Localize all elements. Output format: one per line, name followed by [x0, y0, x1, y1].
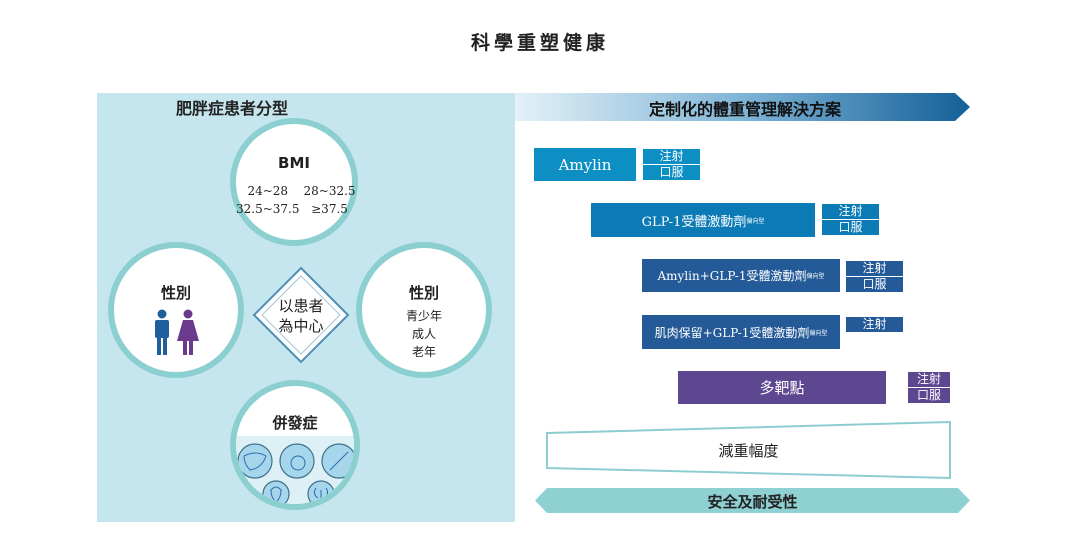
gender-circle: 性別	[108, 242, 244, 378]
complication-icons	[236, 436, 354, 504]
patient-centered-label: 以患者 為中心	[265, 296, 337, 336]
gender-icons	[155, 309, 199, 355]
liver-icon	[237, 443, 273, 479]
route-tag: 口服	[822, 220, 879, 235]
route-tag: 注射	[846, 261, 903, 276]
bmi-range: ≥37.5	[311, 202, 348, 216]
complications-title: 併發症	[272, 414, 318, 432]
solution-bar: GLP-1受體激動劑偏向型	[591, 203, 815, 237]
solutions-title: 定制化的體重管理解決方案	[648, 100, 841, 119]
solution-bar: 多靶點	[678, 371, 886, 404]
route-tag: 口服	[643, 165, 700, 180]
route-tag: 注射	[643, 149, 700, 164]
bmi-range: 32.5~37.5	[236, 202, 300, 216]
age-item: 成人	[411, 327, 436, 341]
male-icon	[155, 309, 169, 355]
solution-label: Amylin+GLP-1受體激動劑	[657, 269, 807, 283]
bmi-range: 28~32.5	[303, 184, 356, 198]
solution-superscript: 偏向型	[806, 273, 825, 280]
solution-label: 肌肉保留+GLP-1受體激動劑	[654, 325, 810, 340]
safety-arrow	[535, 488, 970, 513]
gender-title: 性別	[160, 284, 191, 302]
solution-superscript: 偏向型	[809, 329, 828, 337]
bmi-circle: BMI 24~28 28~32.5 32.5~37.5 ≥37.5	[230, 118, 358, 246]
diamond-connector	[252, 266, 350, 364]
solution-label: Amylin	[558, 155, 612, 174]
solutions-header-arrow	[515, 93, 970, 121]
heart-icon	[262, 480, 290, 504]
sleep-apnea-icon	[279, 443, 315, 479]
safety-label: 安全及耐受性	[707, 493, 798, 511]
center-line-1: 以患者	[278, 297, 324, 315]
solution-superscript: 偏向型	[746, 217, 765, 225]
solution-bar: 肌肉保留+GLP-1受體激動劑偏向型	[642, 315, 840, 349]
age-item: 青少年	[405, 309, 442, 323]
solution-bar: Amylin	[534, 148, 636, 181]
female-icon	[177, 309, 199, 355]
route-tag: 注射	[822, 204, 879, 219]
complications-circle: 併發症	[230, 380, 360, 510]
solution-label: GLP-1受體激動劑	[641, 214, 747, 230]
age-title: 性別	[408, 284, 439, 302]
solution-bar: Amylin+GLP-1受體激動劑偏向型	[642, 259, 840, 292]
weight-loss-trapezoid	[546, 420, 951, 480]
route-tag: 注射	[908, 372, 950, 387]
age-circle: 性別 青少年 成人 老年	[356, 242, 492, 378]
bmi-range: 24~28	[247, 184, 289, 198]
solution-label: 多靶點	[759, 379, 805, 397]
route-tag: 口服	[846, 277, 903, 292]
route-tag: 注射	[846, 317, 903, 332]
center-line-2: 為中心	[278, 317, 324, 335]
age-item: 老年	[411, 345, 436, 359]
bmi-title: BMI	[278, 154, 310, 172]
page-title: 科學重塑健康	[470, 32, 609, 54]
weight-loss-label: 減重幅度	[718, 442, 779, 460]
route-tag: 口服	[908, 388, 950, 403]
patient-types-title: 肥胖症患者分型	[175, 99, 288, 118]
